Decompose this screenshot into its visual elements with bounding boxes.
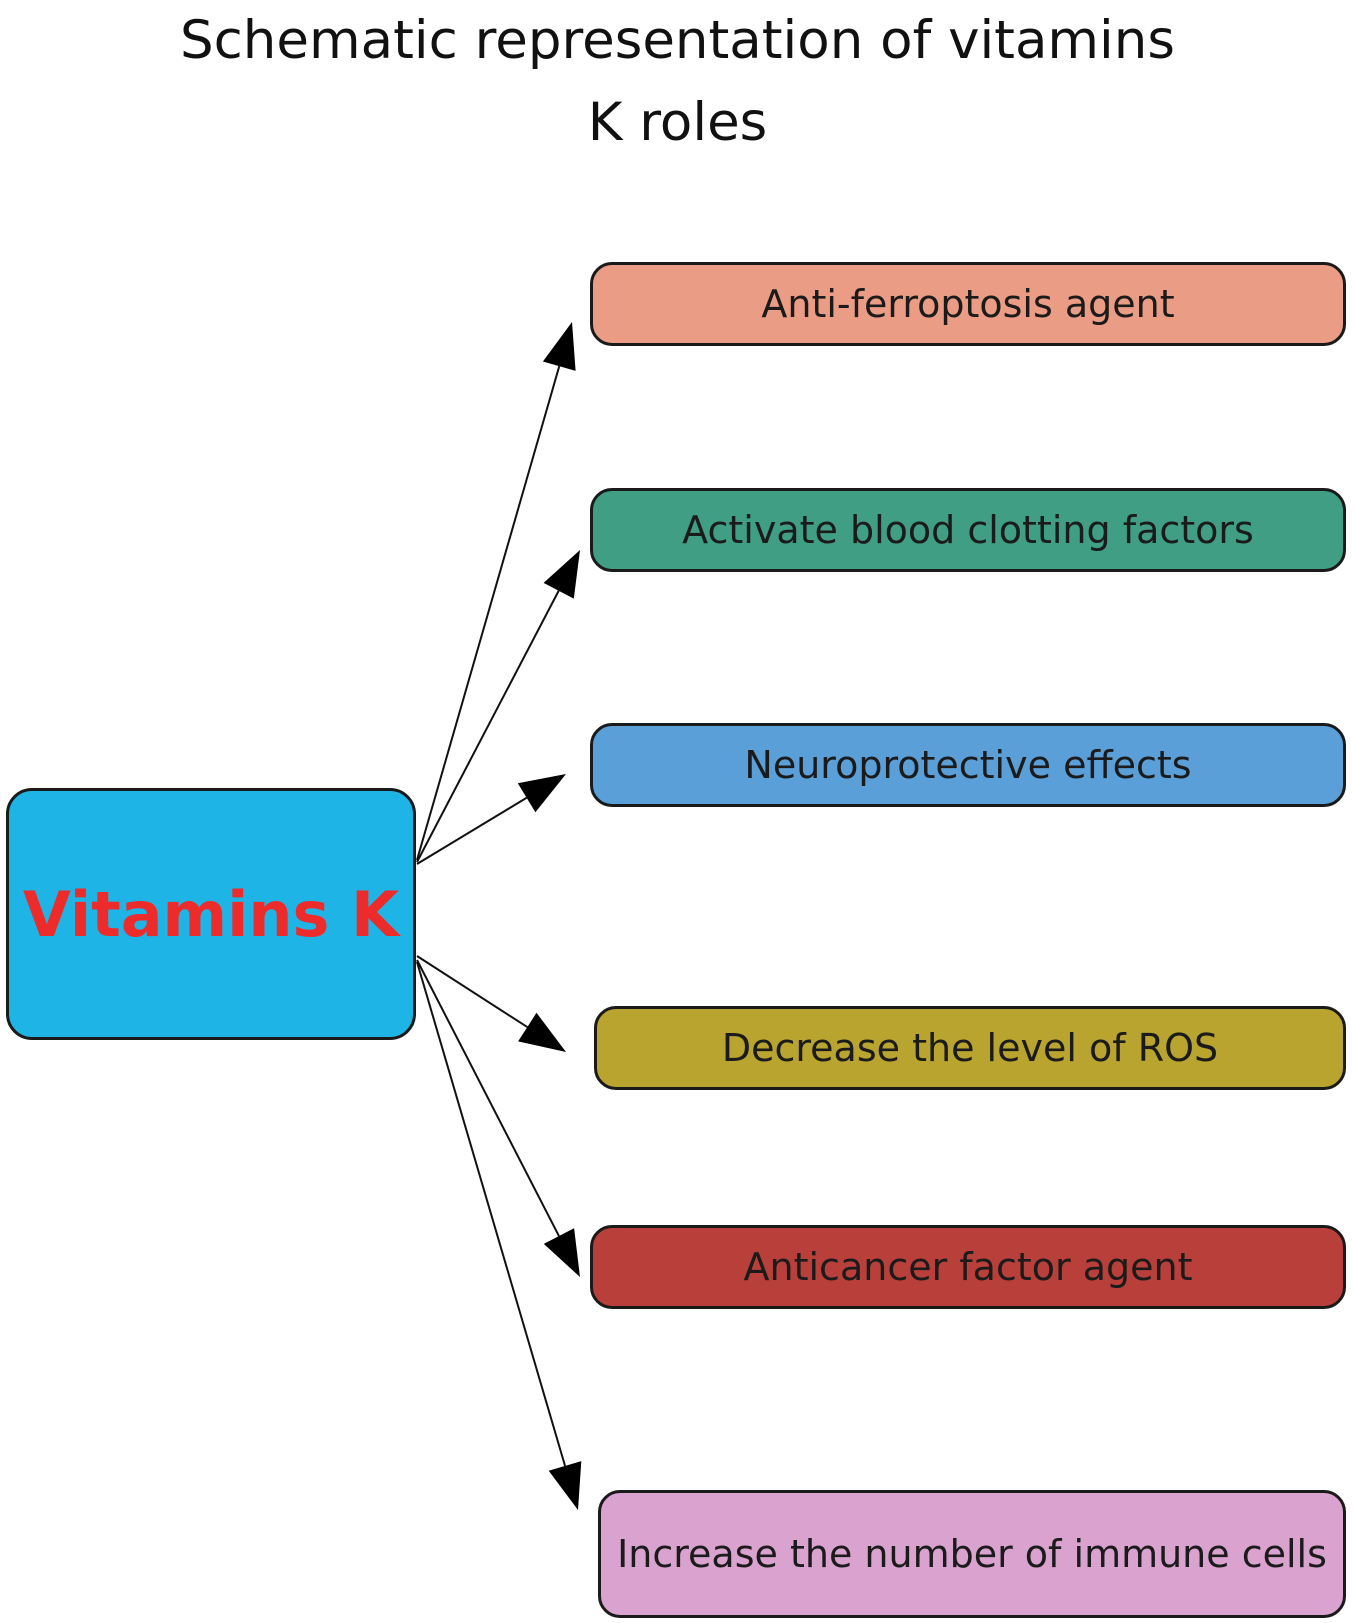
role-box-immune-cells: Increase the number of immune cells [598, 1490, 1346, 1618]
role-box-decrease-ros: Decrease the level of ROS [594, 1006, 1346, 1090]
title-line-1: Schematic representation of vitamins [180, 10, 1175, 71]
role-label: Neuroprotective effects [744, 743, 1192, 787]
role-box-anticancer: Anticancer factor agent [590, 1225, 1346, 1309]
vitamins-k-box: Vitamins K [6, 788, 416, 1040]
role-label: Anticancer factor agent [743, 1245, 1193, 1289]
vitamins-k-label: Vitamins K [22, 877, 400, 951]
role-label: Anti-ferroptosis agent [761, 282, 1175, 326]
role-box-neuroprotective: Neuroprotective effects [590, 723, 1346, 807]
arrow-decrease-ros-line [416, 955, 528, 1028]
role-label: Increase the number of immune cells [617, 1532, 1327, 1576]
role-label: Decrease the level of ROS [721, 1026, 1219, 1070]
arrow-anti-ferroptosis-head [542, 322, 576, 371]
arrow-neuroprotective-line [416, 796, 528, 865]
arrow-neuroprotective-head [517, 774, 566, 813]
arrow-blood-clotting-head [543, 550, 580, 599]
role-box-anti-ferroptosis: Anti-ferroptosis agent [590, 262, 1346, 346]
arrow-immune-cells-line [416, 961, 566, 1467]
arrow-anti-ferroptosis-line [416, 365, 561, 861]
role-box-blood-clotting: Activate blood clotting factors [590, 488, 1346, 572]
role-label: Activate blood clotting factors [682, 508, 1254, 552]
arrow-immune-cells-head [548, 1461, 582, 1510]
arrow-decrease-ros-head [518, 1012, 566, 1052]
arrow-anticancer-line [416, 959, 560, 1237]
arrow-blood-clotting-line [416, 590, 560, 863]
arrow-anticancer-head [543, 1228, 580, 1277]
title-line-2: K roles [587, 92, 768, 153]
diagram-title: Schematic representation of vitamins K r… [0, 0, 1355, 164]
